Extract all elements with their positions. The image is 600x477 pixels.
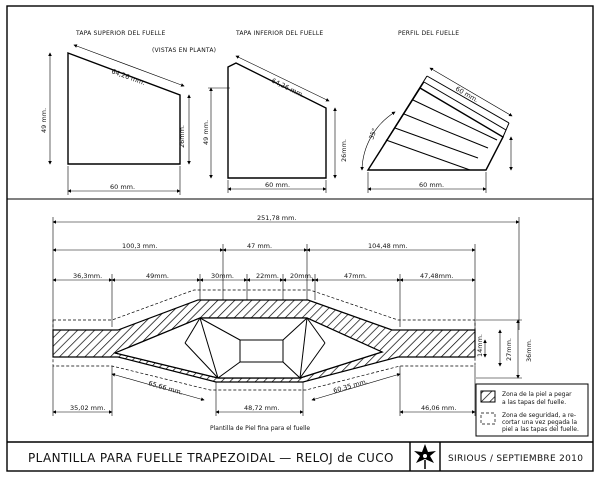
star-emblem-icon [414, 444, 436, 469]
lower-cover-left-height: 49 mm. [202, 120, 210, 145]
row1-dim-2: 47 mm. [247, 242, 272, 250]
bellows-template: 251,78 mm. 100,3 mm. 47 mm. 104,48 mm. 3… [52, 214, 533, 432]
row2-dim-4: 22mm. [256, 272, 279, 280]
height-outer: 36mm. [525, 339, 533, 362]
lower-cover-right-height: 26mm. [340, 139, 348, 162]
bottom-center-dim: 48,72 mm. [244, 404, 279, 412]
lower-cover-title: TAPA INFERIOR DEL FUELLE [235, 30, 323, 37]
upper-cover-slant: 64,26 mm. [110, 67, 146, 87]
row1-dim-3: 104,48 mm. [368, 242, 408, 250]
bottom-right-dim: 46,06 mm. [421, 404, 456, 412]
bottom-left-dim: 35,02 mm. [70, 404, 105, 412]
legend-hatched-line-2: a las tapas del fuelle. [502, 399, 566, 406]
legend-dashed-line-1: Zona de seguridad, a re- [502, 412, 576, 419]
row1-dim-1: 100,3 mm. [122, 242, 157, 250]
profile-title: PERFIL DEL FUELLE [398, 30, 459, 37]
row2-dim-1: 36,3mm. [73, 272, 102, 280]
upper-cover-shape [67, 51, 181, 165]
height-inner: 14mm. [476, 334, 484, 357]
sheet-border [6, 5, 594, 472]
lower-cover-width: 60 mm. [265, 181, 290, 189]
lower-cover-shape [227, 62, 327, 179]
legend-dashed-swatch [480, 412, 496, 425]
upper-cover-title: TAPA SUPERIOR DEL FUELLE [75, 30, 165, 37]
lower-cover-slant: 64,26 mm. [270, 77, 305, 100]
legend-hatched-swatch [480, 390, 496, 403]
profile-angle: 35° [367, 127, 378, 141]
total-length: 251,78 mm. [257, 214, 297, 222]
height-mid: 27mm. [505, 338, 513, 361]
row2-dim-5: 20mm. [290, 272, 313, 280]
drawing-title: PLANTILLA PARA FUELLE TRAPEZOIDAL — RELO… [28, 451, 394, 465]
row2-dim-3: 30mm. [211, 272, 234, 280]
row2-dim-2: 49mm. [146, 272, 169, 280]
upper-cover-width: 60 mm. [110, 183, 135, 191]
upper-cover-right-height: 26mm. [178, 125, 186, 148]
row2-dim-7: 47,48mm. [420, 272, 453, 280]
title-block: PLANTILLA PARA FUELLE TRAPEZOIDAL — RELO… [7, 441, 593, 471]
bottom-diag-left: 65,66 mm. [147, 379, 183, 396]
plan-view-note: (VISTAS EN PLANTA) [152, 47, 216, 54]
profile-view: PERFIL DEL FUELLE 60 mm. 35° 60 mm. [360, 30, 513, 193]
upper-cover-view: TAPA SUPERIOR DEL FUELLE (VISTAS EN PLAN… [40, 30, 216, 195]
fold-lines [184, 317, 326, 379]
template-caption: Plantilla de Piel fina para el fuelle [210, 425, 310, 432]
legend: Zona de la piel a pegar a las tapas del … [475, 383, 589, 437]
lower-cover-view: TAPA INFERIOR DEL FUELLE 64,26 mm. 49 mm… [202, 30, 348, 193]
row2-dim-6: 47mm. [344, 272, 367, 280]
legend-dashed-line-3: piel a las tapas del fuelle. [502, 426, 579, 433]
drawing-signature: SIRIOUS / SEPTIEMBRE 2010 [448, 454, 583, 464]
legend-dashed-line-2: cortar una vez pegada la [502, 419, 577, 426]
upper-cover-left-height: 49 mm. [40, 108, 48, 133]
legend-hatched-line-1: Zona de la piel a pegar [502, 391, 572, 398]
bottom-diag-right: 60,35 mm. [332, 377, 368, 394]
profile-width: 60 mm. [419, 181, 444, 189]
